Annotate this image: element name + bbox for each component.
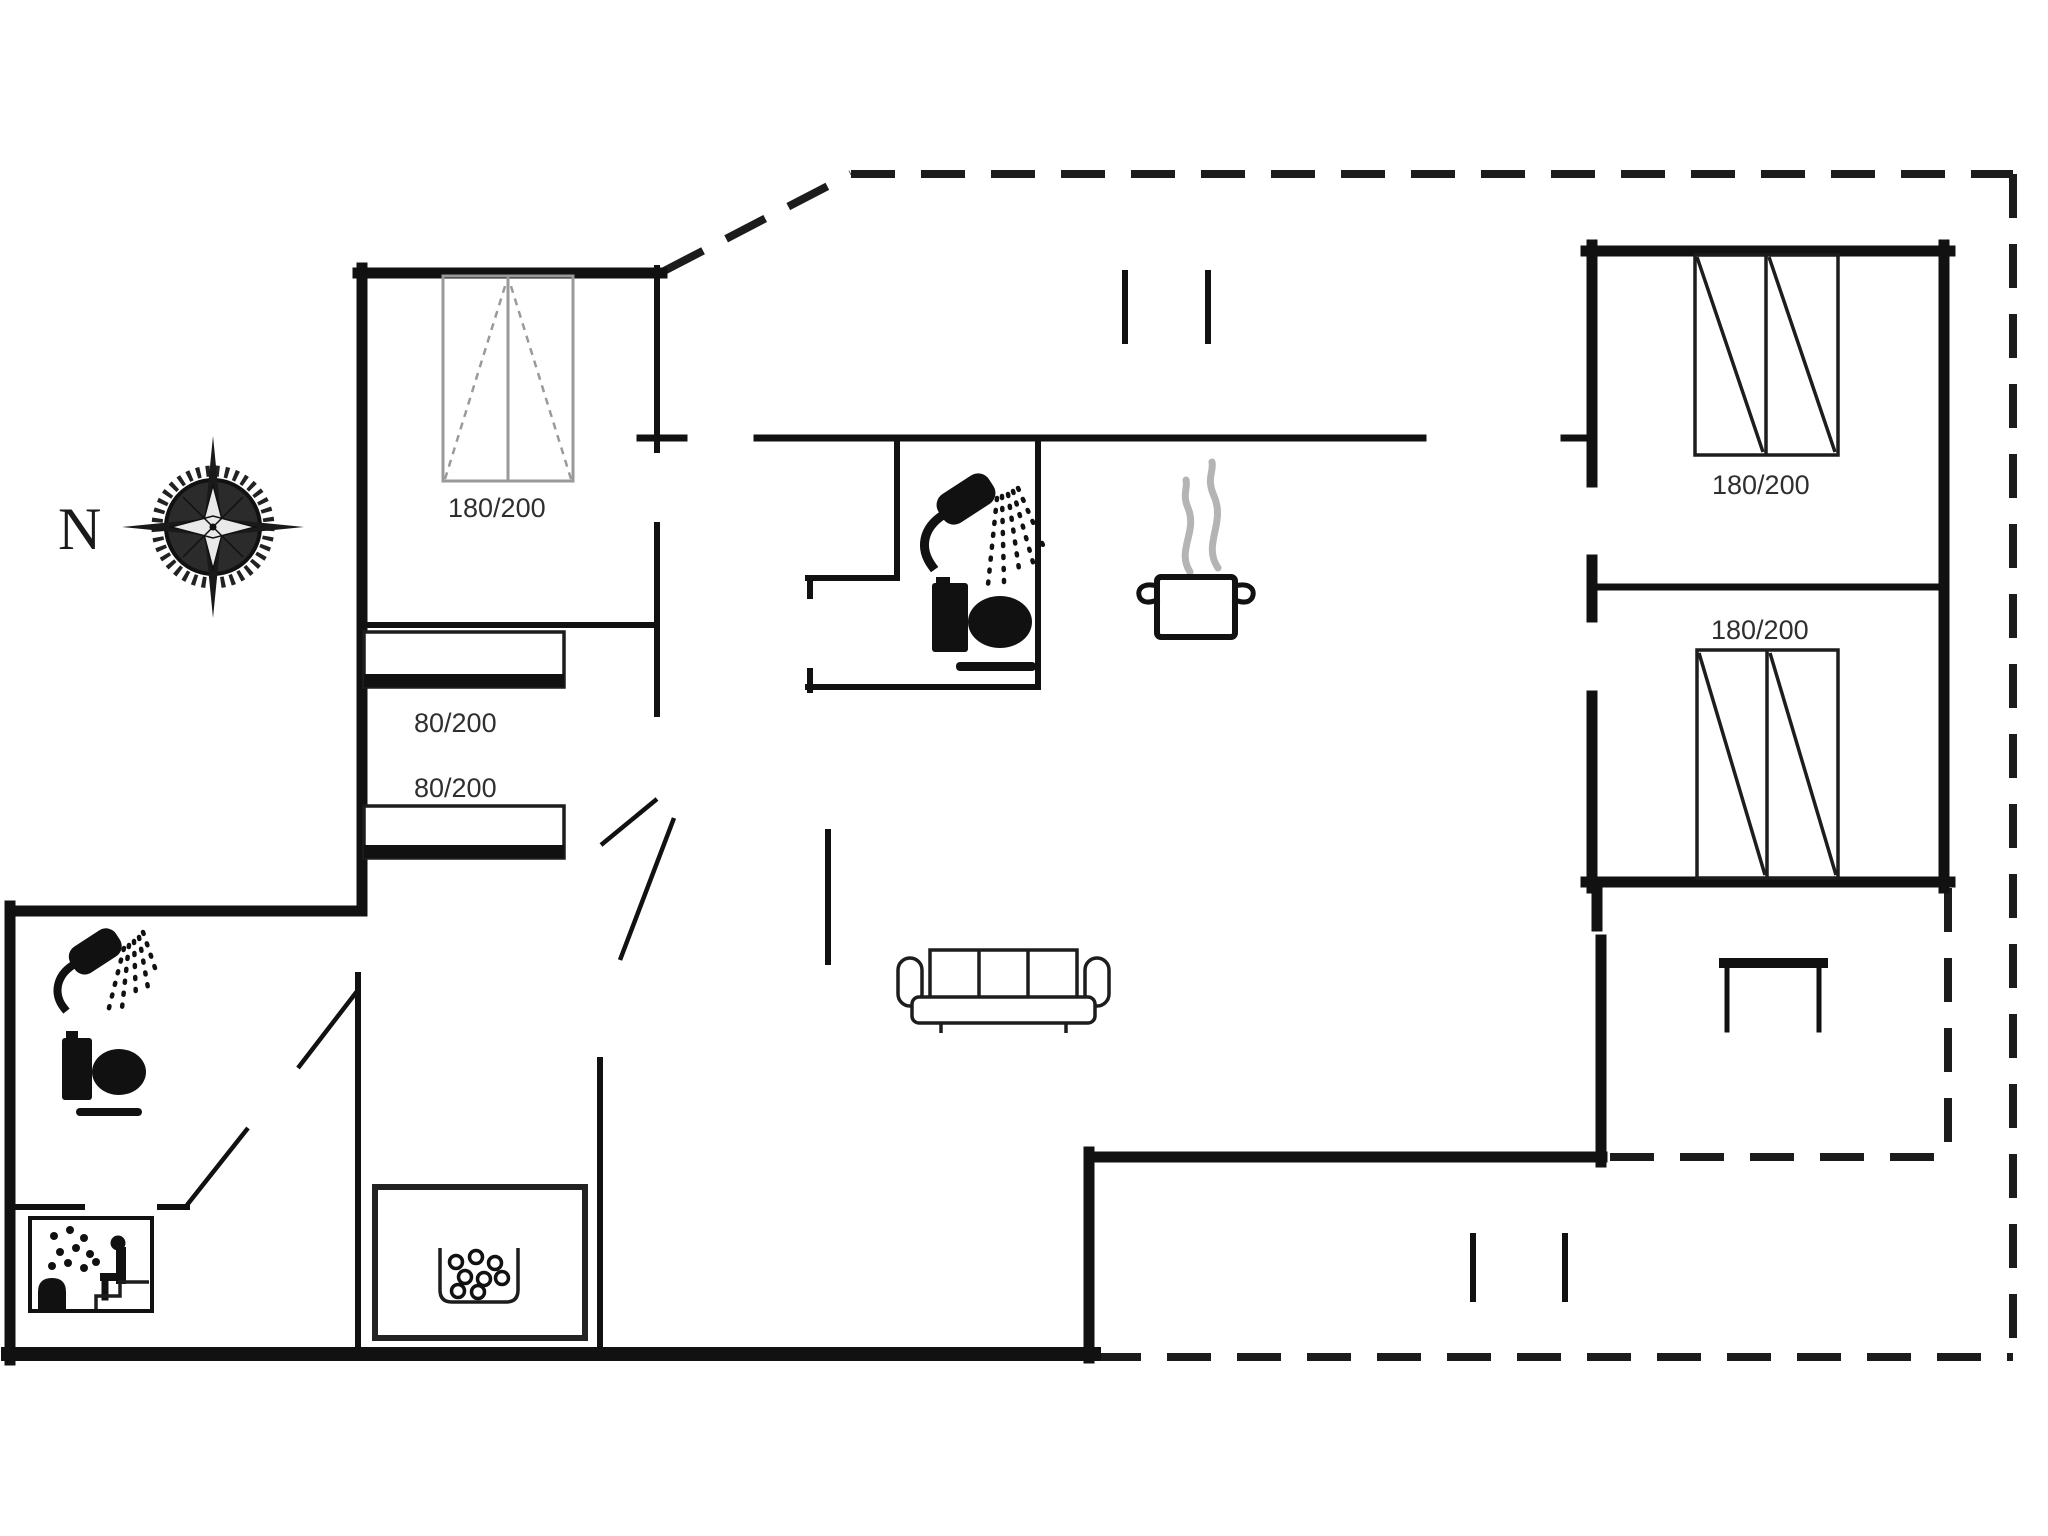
shower-icon	[920, 473, 1049, 588]
interior-walls	[7, 265, 1596, 1357]
toilet-icon	[62, 1031, 146, 1116]
exterior-walls	[1, 262, 1608, 1366]
bed-label-nw-double: 180/200	[448, 493, 546, 523]
sauna-icon	[28, 1216, 154, 1313]
compass-rose-icon	[122, 436, 304, 618]
toilet-icon	[932, 577, 1036, 671]
shower-icon	[53, 928, 160, 1015]
bed-label-east-double-lower: 180/200	[1711, 615, 1809, 645]
washing-tub-icon	[372, 1184, 588, 1341]
fireplace-icon	[1719, 958, 1828, 1033]
bed-label-west-single-lower: 80/200	[414, 773, 497, 803]
single-bed-icon	[362, 630, 566, 860]
north-label: N	[58, 496, 101, 562]
sofa-icon	[896, 948, 1111, 1033]
terrace-post-icon	[1122, 270, 1568, 1302]
terrace-outline	[662, 170, 2017, 1361]
east-bedroom-walls	[1580, 239, 1956, 894]
bed-label-west-single-upper: 80/200	[414, 708, 497, 738]
tilt-window-icon	[441, 274, 575, 483]
bed-label-east-double-upper: 180/200	[1712, 470, 1810, 500]
steaming-pot-icon	[1136, 458, 1256, 640]
door-swing-icon	[185, 797, 677, 1207]
double-bed-icon	[1693, 253, 1840, 880]
